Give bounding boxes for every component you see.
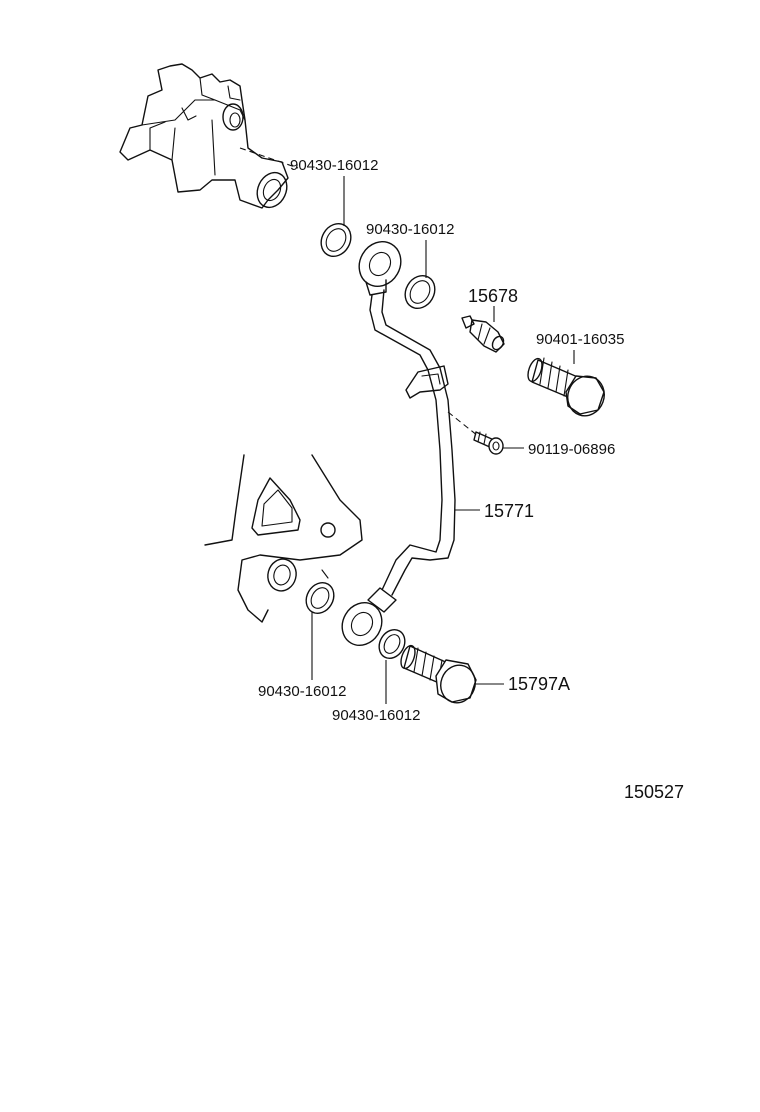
label-union-bolt-lower: 15797A xyxy=(508,674,570,694)
clamp-bolt xyxy=(447,411,504,455)
label-gasket-top-left: 90430-16012 xyxy=(290,157,378,174)
label-gasket-top-right: 90430-16012 xyxy=(366,221,454,238)
gasket-bottom-right xyxy=(378,628,406,660)
union-bolt-lower xyxy=(400,644,477,704)
label-clamp-bolt: 90119-06896 xyxy=(528,441,615,458)
oil-pipe xyxy=(341,241,456,646)
label-gasket-bottom-left: 90430-16012 xyxy=(258,683,346,700)
label-sensor: 15678 xyxy=(468,286,518,306)
lower-engine-bracket xyxy=(204,454,363,623)
label-union-bolt-upper: 90401-16035 xyxy=(536,331,624,348)
gasket-top-right xyxy=(404,274,436,310)
leader-lines xyxy=(311,176,575,704)
label-oil-pipe: 15771 xyxy=(484,501,534,521)
upper-engine-housing xyxy=(119,63,299,209)
union-bolt-upper xyxy=(527,357,605,417)
gasket-top-left xyxy=(320,222,352,258)
gasket-bottom-left xyxy=(305,581,335,615)
drawing-number: 150527 xyxy=(624,782,684,802)
oil-pressure-sensor xyxy=(461,315,505,353)
label-gasket-bottom-right: 90430-16012 xyxy=(332,707,420,724)
